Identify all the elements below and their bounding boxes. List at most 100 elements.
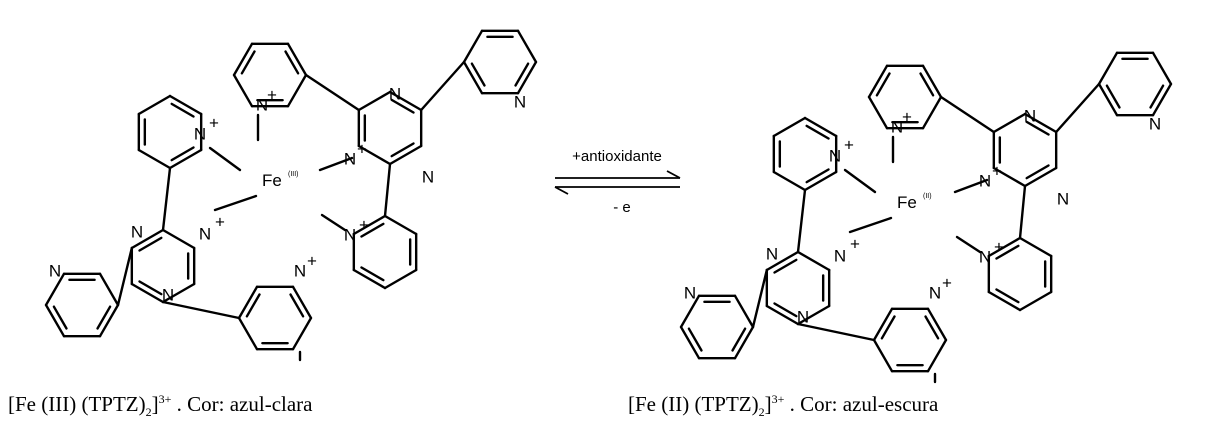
bond [772, 116, 807, 138]
bond [289, 293, 305, 318]
bond [388, 144, 423, 166]
bond [462, 60, 484, 95]
bond [116, 246, 134, 307]
positive-charge: + [209, 113, 219, 132]
bond [733, 294, 755, 329]
positive-charge: + [267, 85, 277, 104]
caption-fe-iii: [Fe (III) (TPTZ)2]3+ . Cor: azul-clara [8, 392, 313, 420]
bond [880, 315, 896, 340]
bond [516, 60, 538, 95]
bond [687, 327, 703, 352]
bond [96, 305, 112, 330]
bond [953, 178, 989, 194]
bond [1025, 120, 1050, 136]
bond [803, 170, 838, 192]
bond [987, 290, 1022, 312]
bond [992, 166, 1027, 188]
bond [926, 338, 948, 373]
n-triazine-coordinated: N [199, 224, 211, 243]
positive-charge: + [994, 237, 1004, 256]
bond [796, 304, 831, 326]
bond [796, 188, 807, 254]
bond [1151, 82, 1173, 117]
bond [731, 327, 747, 352]
bond [360, 222, 385, 238]
bond [992, 112, 1027, 134]
bond [1151, 51, 1173, 86]
bond [419, 60, 466, 112]
bond [765, 250, 800, 272]
bond [803, 116, 838, 138]
bond [462, 29, 484, 64]
bond [161, 282, 196, 304]
bond [284, 50, 300, 75]
bond [751, 268, 769, 329]
forward-arrow-head [666, 170, 681, 179]
bond [1097, 51, 1119, 86]
oxidation-state: (II) [923, 193, 932, 200]
bond [98, 272, 120, 307]
bond [320, 213, 347, 232]
bond [867, 95, 889, 130]
bond [955, 235, 982, 254]
bond [796, 250, 831, 272]
bond [383, 268, 418, 290]
n-triazine-coordinated: N [834, 246, 846, 265]
bond [796, 322, 876, 342]
bond [357, 90, 392, 112]
bond [161, 300, 241, 320]
bond [470, 62, 486, 87]
equilibrium-arrow: +antioxidante - e [554, 148, 681, 216]
bond [1018, 184, 1027, 240]
bond [137, 94, 172, 116]
positive-charge: + [215, 212, 225, 231]
bond [138, 236, 163, 252]
bond [137, 148, 172, 170]
bond [388, 90, 423, 112]
bond [52, 305, 68, 330]
bond [240, 50, 256, 75]
bond [161, 228, 196, 250]
bond [352, 214, 387, 236]
n-pyridinium: N [929, 283, 941, 302]
bond [1105, 84, 1121, 109]
bond [805, 124, 830, 140]
bond [98, 303, 120, 338]
bond [679, 325, 701, 360]
oxidation-state: (III) [288, 171, 299, 178]
bond [805, 168, 830, 184]
n-triazine: N [389, 84, 401, 103]
n-pyridinium: N [256, 95, 268, 114]
bond [390, 142, 415, 158]
positive-charge: + [359, 215, 369, 234]
bond [161, 166, 172, 232]
bond [291, 285, 313, 320]
bond [1023, 166, 1058, 188]
positive-charge: + [307, 251, 317, 270]
forward-label: +antioxidante [572, 148, 662, 165]
bond [130, 228, 165, 250]
bond [772, 170, 807, 192]
bond [352, 268, 387, 290]
bond [232, 73, 254, 108]
bond [208, 146, 242, 172]
positive-charge: + [942, 273, 952, 292]
bond [995, 288, 1020, 304]
n-pyridinium: N [891, 117, 903, 136]
bond [926, 307, 948, 342]
bond [237, 285, 259, 320]
bond [872, 307, 894, 342]
bond [44, 272, 66, 307]
reverse-label: - e [613, 199, 631, 216]
bond [924, 315, 940, 340]
bond [987, 236, 1022, 258]
bond [514, 62, 530, 87]
bond [516, 29, 538, 64]
bond [44, 303, 66, 338]
bond [1023, 112, 1058, 134]
positive-charge: + [844, 135, 854, 154]
bond [304, 73, 361, 112]
bond [1097, 82, 1119, 117]
n-pyridine: N [684, 283, 696, 302]
